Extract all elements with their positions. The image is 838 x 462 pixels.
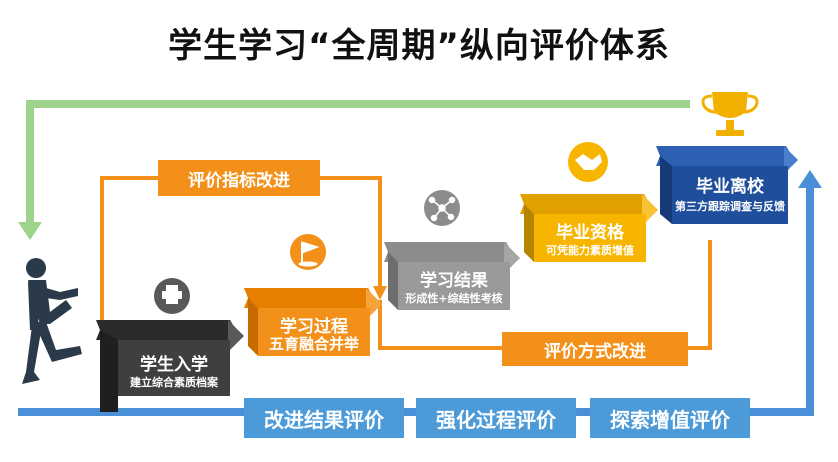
label-improve-methods: 评价方式改进: [502, 332, 688, 366]
trophy-icon: [701, 92, 759, 136]
bottom-label-outcome: 改进结果评价: [244, 398, 404, 438]
step-5-side: [660, 156, 672, 224]
label-improve-indicators: 评价指标改进: [158, 160, 320, 196]
bottom-label-value-added: 探索增值评价: [590, 398, 750, 438]
step-1-title: 学生入学: [140, 355, 208, 375]
label-improve-indicators-text: 评价指标改进: [188, 170, 290, 191]
step-3-side: [388, 252, 398, 310]
step-4-top-band: [520, 194, 650, 214]
step-2-body: [258, 308, 370, 356]
step-1-body: [118, 340, 230, 396]
step-2-title: 学习过程: [280, 317, 348, 337]
handshake-icon: [575, 154, 602, 170]
green-arrow-head: [18, 222, 42, 240]
bottom-label-outcome-text: 改进结果评价: [264, 407, 384, 432]
bottom-label-process: 强化过程评价: [416, 398, 576, 438]
step-3-title: 学习结果: [420, 271, 488, 291]
step-1-top-band: [96, 320, 236, 340]
step-4-body: [534, 214, 646, 262]
printer-icon: [162, 285, 182, 304]
step-4-title: 毕业资格: [556, 223, 624, 243]
step-1-subtitle: 建立综合素质档案: [130, 376, 218, 389]
flag-icon-bg: [290, 234, 326, 270]
bottom-label-value-added-text: 探索增值评价: [610, 407, 730, 432]
step-2-side: [248, 298, 258, 356]
step-5-body: [672, 166, 788, 224]
step-1-side: [100, 330, 118, 412]
step-4-side: [524, 204, 534, 262]
diagram-title: 学生学习“全周期”纵向评价体系: [168, 26, 670, 66]
label-improve-methods-text: 评价方式改进: [544, 341, 646, 362]
network-icon: [428, 196, 456, 222]
bottom-label-process-text: 强化过程评价: [436, 407, 556, 432]
flag-icon: [298, 241, 320, 267]
step-5-top-band: [656, 146, 792, 166]
step-5-subtitle: 第三方跟踪调查与反馈: [675, 200, 785, 213]
blue-arrow-head: [798, 170, 822, 188]
student-silhouette: [22, 258, 82, 384]
green-feedback-arrow: [26, 100, 690, 226]
step-4-subtitle: 可凭能力素质增值: [546, 244, 634, 257]
orange-arrow-head-1: [373, 286, 387, 300]
step-3-top-band: [384, 242, 512, 262]
step-2-subtitle: 五育融合并举: [268, 335, 359, 353]
step-2-top-band: [244, 288, 374, 308]
step-1-arrow: [228, 320, 244, 352]
step-3-body: [398, 262, 510, 310]
step-5-title: 毕业离校: [696, 177, 764, 197]
step-3-subtitle: 形成性+综结性考核: [405, 292, 503, 305]
